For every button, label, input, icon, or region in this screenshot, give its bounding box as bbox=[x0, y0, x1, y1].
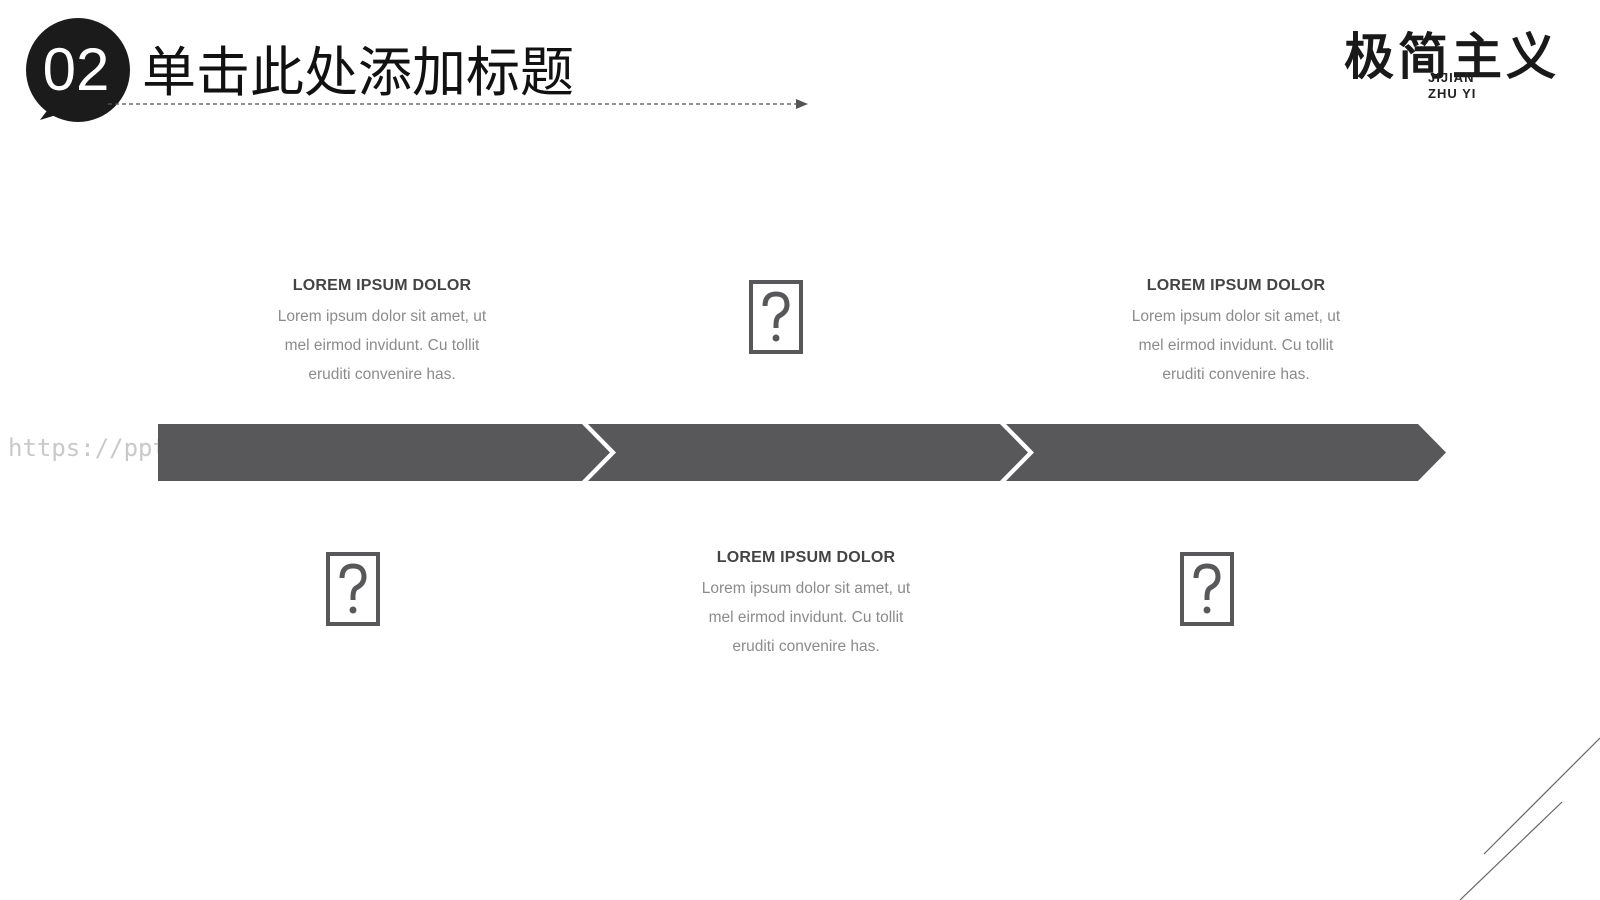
watermark-url: https://ppt. bbox=[8, 434, 182, 462]
block-line: eruditi convenire has. bbox=[308, 366, 456, 383]
logo-subtitle-1: JIJIAN bbox=[1428, 70, 1475, 85]
block-line: mel eirmod invidunt. Cu tollit bbox=[284, 337, 480, 354]
arrow-segment-2 bbox=[588, 424, 1028, 481]
section-number: 02 bbox=[42, 36, 110, 103]
process-arrow bbox=[158, 424, 1446, 481]
block-title: LOREM IPSUM DOLOR bbox=[292, 277, 472, 294]
block-line: eruditi convenire has. bbox=[732, 638, 880, 655]
logo-title: 极简主义 bbox=[1344, 27, 1560, 86]
page-title[interactable]: 单击此处添加标题 bbox=[142, 41, 574, 104]
arrow-segment-3 bbox=[1006, 424, 1446, 481]
section-number-badge bbox=[26, 18, 130, 122]
decorative-lines bbox=[1459, 737, 1600, 900]
missing-image-icon bbox=[749, 280, 803, 354]
missing-image-icon bbox=[326, 552, 380, 626]
block-title: LOREM IPSUM DOLOR bbox=[716, 549, 896, 566]
block-line: Lorem ipsum dolor sit amet, ut bbox=[1131, 308, 1341, 325]
block-line: mel eirmod invidunt. Cu tollit bbox=[708, 609, 904, 626]
missing-image-icon bbox=[1180, 552, 1234, 626]
block-title: LOREM IPSUM DOLOR bbox=[1146, 277, 1326, 294]
title-dashed-arrow bbox=[108, 99, 808, 109]
brand-logo: 极简主义 JIJIAN ZHU YI bbox=[1344, 14, 1584, 108]
block-line: Lorem ipsum dolor sit amet, ut bbox=[701, 580, 911, 597]
text-block-2: LOREM IPSUM DOLOR Lorem ipsum dolor sit … bbox=[656, 546, 956, 661]
arrow-segment-1 bbox=[158, 424, 610, 481]
text-block-1: LOREM IPSUM DOLOR Lorem ipsum dolor sit … bbox=[232, 274, 532, 389]
block-line: eruditi convenire has. bbox=[1162, 366, 1310, 383]
block-line: Lorem ipsum dolor sit amet, ut bbox=[277, 308, 487, 325]
text-block-3: LOREM IPSUM DOLOR Lorem ipsum dolor sit … bbox=[1086, 274, 1386, 389]
logo-subtitle-2: ZHU YI bbox=[1428, 86, 1477, 101]
block-line: mel eirmod invidunt. Cu tollit bbox=[1138, 337, 1334, 354]
